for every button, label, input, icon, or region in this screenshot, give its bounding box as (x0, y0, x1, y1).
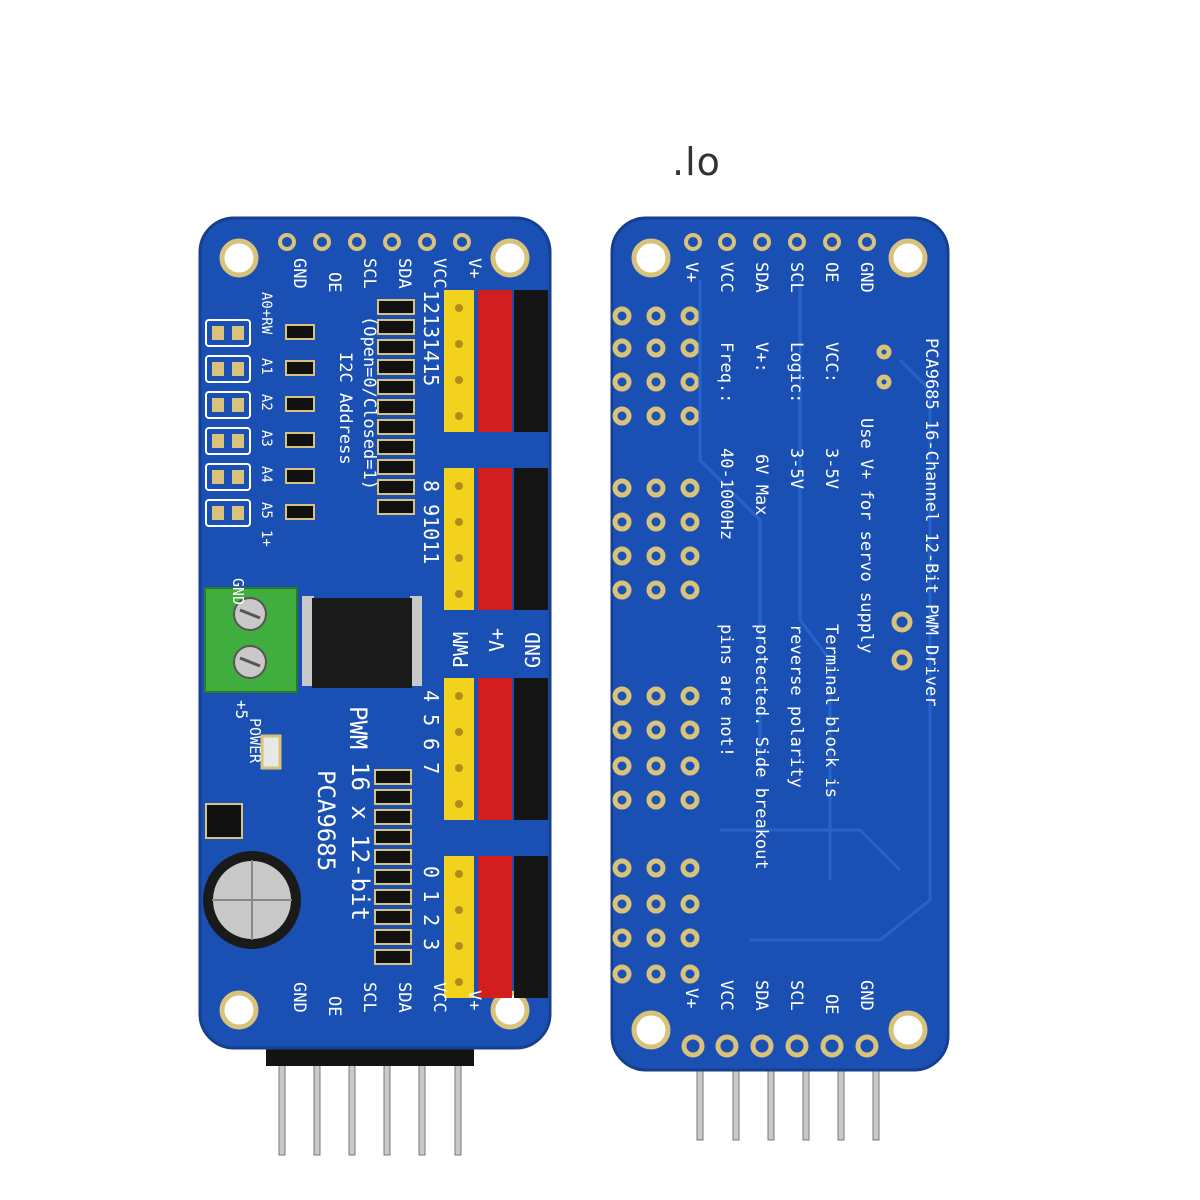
channel-nums-8-11: 8 91011 (419, 480, 443, 564)
back-bottom-label-vcc: VCC (716, 980, 736, 1011)
back-title: PCA9685 16-Channel 12-Bit PWM Driver (921, 338, 941, 706)
back-top-label-vplus: V+ (681, 262, 701, 282)
front-chip-labels: PCA9685 16 x 12-bit PWM (312, 706, 374, 921)
spec-logic-value: 3-5V (786, 448, 806, 489)
back-male-pins (696, 1059, 880, 1141)
front-bottom-label-gnd: GND (289, 982, 309, 1013)
spec-logic-label: Logic: (786, 342, 806, 403)
back-line-5: pins are not! (716, 624, 736, 757)
front-small-resistors (285, 324, 315, 520)
addr-label-a2: A2 (258, 394, 274, 411)
terminal-gnd-label: GND (229, 578, 247, 605)
addr-label-a0: A0+RW (258, 292, 274, 335)
front-channel-numbers: 12131415 8 91011 4 5 6 7 0 1 2 3 (419, 290, 443, 950)
front-capacitor (203, 851, 301, 949)
front-group-labels: PWM V+ GND (449, 628, 545, 668)
front-top-label-vcc: VCC (429, 258, 449, 289)
front-regulator (205, 803, 243, 839)
front-chip-desc: 16 x 12-bit (346, 762, 374, 921)
back-top-label-oe: OE (821, 262, 841, 282)
front-servo-headers (444, 290, 548, 998)
front-jumper-pads (212, 326, 244, 520)
back-description: PCA9685 16-Channel 12-Bit PWM Driver Use… (716, 338, 941, 870)
back-top-label-scl: SCL (786, 262, 806, 293)
channel-nums-0-3: 0 1 2 3 (419, 866, 443, 950)
back-bottom-label-vplus: V+ (681, 988, 701, 1008)
front-bottom-label-sda: SDA (394, 982, 414, 1013)
front-i2c-text: I2C Address (Open=0/Closed=1) (335, 316, 379, 490)
spec-vplus-label: V+: (751, 342, 771, 373)
front-bottom-label-vplus: V+ (464, 990, 484, 1010)
back-servo-holes (612, 306, 913, 984)
front-address-labels: A0+RW A1 A2 A3 A4 A5 1+ (258, 292, 274, 547)
back-bottom-pads (681, 1034, 879, 1058)
i2c-subtitle: (Open=0/Closed=1) (359, 316, 379, 490)
front-bottom-label-oe: OE (324, 996, 344, 1016)
front-address-jumpers (205, 319, 251, 527)
back-line-2: Terminal block is (821, 624, 841, 798)
front-bottom-label-vcc: VCC (429, 982, 449, 1013)
terminal-plus-label: +5 (232, 700, 251, 719)
back-line-4: protected. Side breakout (751, 624, 771, 870)
spec-freq-value: 40-1000Hz (716, 448, 736, 540)
addr-label-a5: A5 (258, 502, 274, 519)
channel-nums-4-7: 4 5 6 7 (419, 690, 443, 774)
front-board: GND OE SCL SDA VCC V+ A0+RW A1 (198, 216, 552, 1156)
back-line-1: Use V+ for servo supply (856, 418, 876, 653)
spec-vcc-label: VCC: (821, 342, 841, 383)
back-bottom-label-sda: SDA (751, 980, 771, 1011)
back-top-label-sda: SDA (751, 262, 771, 293)
front-terminal-block (204, 587, 298, 693)
front-bottom-labels: GND OE SCL SDA VCC V+ (289, 982, 484, 1016)
channel-nums-12-15: 12131415 (419, 290, 443, 386)
back-specs: VCC: 3-5V Logic: 3-5V V+: 6V Max Freq.: … (716, 342, 841, 540)
back-line-3: reverse polarity (786, 624, 806, 788)
group-label-vplus: V+ (485, 628, 509, 652)
back-top-labels: V+ VCC SDA SCL OE GND (681, 262, 876, 293)
power-led-label: POWER (246, 718, 264, 764)
group-label-pwm: PWM (449, 632, 473, 668)
front-top-label-sda: SDA (394, 258, 414, 289)
front-pca9685-chip (302, 596, 422, 688)
addr-label-a4: A4 (258, 466, 274, 483)
watermark-text: .lo (672, 140, 721, 184)
group-label-gnd: GND (521, 632, 545, 668)
back-board: V+ VCC SDA SCL OE GND VCC: 3-5V Logic: 3… (610, 216, 950, 1141)
front-top-labels: GND OE SCL SDA VCC V+ (289, 258, 484, 292)
back-bottom-labels: V+ VCC SDA SCL OE GND (681, 980, 876, 1014)
front-resistor-array (374, 299, 415, 965)
back-mounting-holes (631, 238, 928, 1050)
back-pcb (610, 216, 950, 1072)
back-traces (698, 280, 932, 942)
power-led (260, 734, 282, 770)
spec-freq-label: Freq.: (716, 342, 736, 403)
front-top-label-scl: SCL (359, 258, 379, 289)
front-header-pin-dots (455, 304, 463, 986)
front-pwm-label: PWM (344, 706, 372, 749)
back-bottom-label-oe: OE (821, 994, 841, 1014)
back-top-label-gnd: GND (856, 262, 876, 293)
front-top-label-gnd: GND (289, 258, 309, 289)
back-bottom-label-gnd: GND (856, 980, 876, 1011)
addr-label-1plus: 1+ (258, 530, 274, 547)
back-top-label-vcc: VCC (716, 262, 736, 293)
front-bottom-label-scl: SCL (359, 982, 379, 1013)
front-chip-name: PCA9685 (312, 770, 340, 871)
back-top-pads (684, 233, 876, 251)
front-top-label-oe: OE (324, 272, 344, 292)
addr-label-a3: A3 (258, 430, 274, 447)
back-bottom-label-scl: SCL (786, 980, 806, 1011)
front-top-pads (278, 233, 471, 251)
spec-vcc-value: 3-5V (821, 448, 841, 489)
spec-vplus-value: 6V Max (751, 454, 771, 515)
front-top-label-vplus: V+ (464, 258, 484, 278)
addr-label-a1: A1 (258, 358, 274, 375)
i2c-title: I2C Address (335, 352, 355, 465)
